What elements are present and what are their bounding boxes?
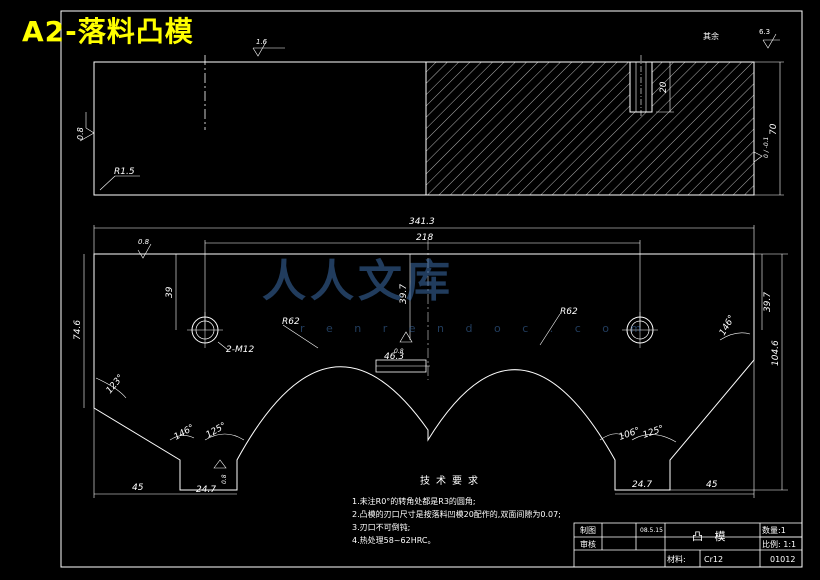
tb-scale: 比例: 1:1 (762, 540, 797, 549)
dim-total-width: 341.3 (409, 217, 435, 227)
dim-surface-left: 0.8 (76, 127, 85, 140)
dim-left-bottom: 45 (132, 483, 144, 493)
dim-right-height: 104.6 (771, 340, 781, 366)
technical-requirements: 技术要求 1.未注R0°的转角处都是R3的圆角; 2.凸模的刃口尺寸是按落料凹模… (352, 472, 582, 547)
dim-radius-right: R62 (560, 307, 578, 317)
dim-left-height: 74.6 (73, 320, 83, 340)
dim-surface-top: 1.6 (256, 38, 268, 46)
dim-angle-left-foot-b: 125° (205, 421, 229, 441)
punch-profile (93, 253, 755, 491)
dim-hole-left: 39 (165, 286, 175, 298)
section-hatch (425, 61, 755, 196)
tb-material-value: Cr12 (704, 555, 724, 564)
note-line-2: 2.凸模的刃口尺寸是按落料凹模20配作的,双面间隙为0.07; (352, 510, 561, 519)
other-finish-label: 其余 (703, 32, 719, 41)
dim-angle-left-foot-a: 146° (173, 423, 197, 443)
tb-draw-label: 制图 (580, 526, 596, 535)
dim-left-foot: 24.7 (196, 485, 216, 495)
top-view (79, 33, 784, 196)
dim-radius-left: R62 (282, 317, 300, 327)
dim-fillet-r15: R1.5 (114, 167, 135, 177)
tb-qty: 数量:1 (762, 526, 786, 535)
tb-material-label: 材料: (667, 555, 686, 564)
front-view (83, 225, 788, 498)
note-line-3: 3.刃口不可倒钝; (352, 523, 411, 532)
dim-center-width: 46.3 (384, 352, 404, 362)
watermark-url: r e n r e n d o c . c o m (300, 322, 651, 335)
dim-angle-right-foot-b: 125° (642, 424, 666, 441)
watermark-text: 人人文库 (262, 256, 454, 307)
dim-angle-right-foot-a: 106° (618, 426, 642, 443)
tb-draw-date: 08.5.15 (640, 527, 663, 534)
dim-thickness-70: 70 (769, 123, 779, 135)
dim-surface-front-left: 0.8 (138, 238, 150, 246)
tb-part-name: 凸 模 (692, 530, 730, 543)
note-line-1: 1.未注R0°的转角处都是R3的圆角; (352, 497, 476, 506)
drawing-frame (60, 10, 803, 568)
other-finish-note: 其余 6.3 (703, 28, 783, 45)
dim-tolerance: 0 / -0.1 (763, 137, 770, 158)
dim-hole-right: 39.7 (763, 292, 773, 312)
dim-depth-20: 20 (659, 81, 669, 93)
dim-surface-center: 0.8 (394, 348, 404, 355)
dim-right-bottom: 45 (706, 480, 718, 490)
dim-hole-spacing: 218 (416, 233, 433, 243)
notes-heading: 技术要求 (420, 476, 484, 487)
drawing-title: A2-落料凸模 (22, 15, 194, 48)
tb-check-label: 审核 (580, 540, 596, 549)
other-finish-value: 6.3 (759, 28, 771, 36)
dim-right-foot: 24.7 (632, 480, 652, 490)
note-line-4: 4.热处理58~62HRC。 (352, 536, 436, 545)
dim-thread: 2-M12 (226, 345, 254, 355)
dim-angle-left: 123° (105, 373, 127, 396)
dim-surface-bottom: 0.8 (221, 474, 228, 484)
dim-hole-center: 39.7 (399, 284, 409, 304)
tb-drawing-no: 01012 (770, 555, 796, 564)
title-block (573, 522, 803, 568)
